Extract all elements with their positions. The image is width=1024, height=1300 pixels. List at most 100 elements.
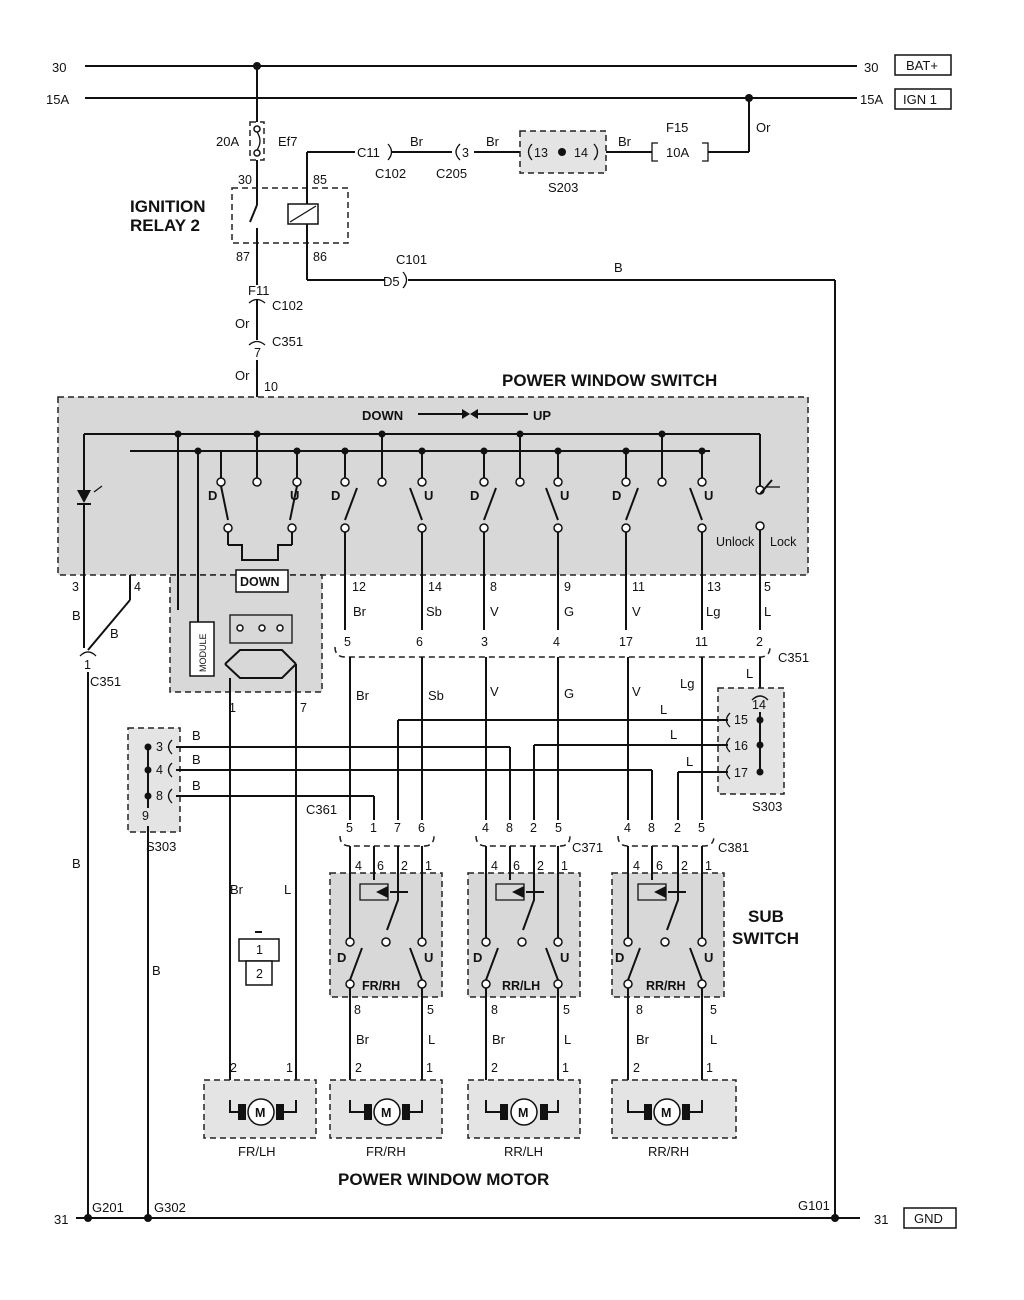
rrlh-motor-pin1: 1: [562, 1061, 569, 1075]
s303r-p15: 15: [734, 713, 748, 727]
c11-label: C11: [357, 145, 380, 160]
c351-mid-label: C351: [778, 650, 809, 665]
wire-l-s303: L: [746, 666, 753, 681]
rrlh-d: D: [473, 950, 482, 965]
wire-b-left2: B: [110, 626, 119, 641]
rrrh-top-4: 4: [633, 859, 640, 873]
switch-rl-u: U: [560, 488, 569, 503]
relay-pin-87: 87: [236, 250, 250, 264]
rrrh-top-6: 6: [656, 859, 663, 873]
s303l-p3: 3: [156, 740, 163, 754]
motor-fr-rh-label: FR/RH: [366, 1144, 406, 1159]
c102-label: C102: [375, 166, 406, 181]
rrlh-u: U: [560, 950, 569, 965]
c381-p2: 2: [674, 821, 681, 835]
bat-tag: BAT+: [906, 58, 938, 73]
c351-p4: 4: [553, 635, 560, 649]
switch-rl-d: D: [470, 488, 479, 503]
out-pin-14: 14: [428, 580, 442, 594]
rrrh-top-2: 2: [681, 859, 688, 873]
s203-label: S203: [548, 180, 578, 195]
s303-left-splice: 3 4 8 9 S303 B: [127, 727, 181, 1218]
c371-p4: 4: [482, 821, 489, 835]
ign-rail-right-label: 15A: [860, 92, 883, 107]
frrh-bot-8: 8: [354, 1003, 361, 1017]
wire-v2-sw: V: [632, 604, 641, 619]
f15-name: F15: [666, 120, 688, 135]
bat-rail-right-label: 30: [864, 60, 878, 75]
frrh-wire-l: L: [428, 1032, 435, 1047]
wire-v-sub: V: [490, 684, 499, 699]
g201-label: G201: [92, 1200, 124, 1215]
relay-title-2: RELAY 2: [130, 216, 200, 235]
c351-pin-7: 7: [254, 346, 261, 360]
motor-fr-lh-label: FR/LH: [238, 1144, 276, 1159]
ignition-relay-2: IGNITION RELAY 2 30 85 87 86: [130, 151, 385, 285]
frlh-wire-br: Br: [230, 882, 244, 897]
g101-label: G101: [798, 1198, 830, 1213]
wire-br-1: Br: [410, 134, 424, 149]
s303r-p17: 17: [734, 766, 748, 780]
ground-rail: 31 G201 G302 G101 31 GND: [54, 1198, 957, 1229]
switch-group-fr: D U: [331, 434, 433, 575]
rrrh-u: U: [704, 950, 713, 965]
lock-switch: Unlock Lock: [716, 434, 797, 575]
motor-fr-lh: M FR/LH: [203, 1079, 317, 1159]
rrrh-top-1: 1: [705, 859, 712, 873]
frrh-top-1: 1: [425, 859, 432, 873]
c351-p2: 2: [756, 635, 763, 649]
c371-p2: 2: [530, 821, 537, 835]
motor-fr-rh: M FR/RH: [329, 1079, 443, 1159]
rrrh-label: RR/RH: [646, 979, 686, 993]
relay-ground-path: C101 D5 B: [383, 252, 836, 1218]
power-window-switch: POWER WINDOW SWITCH DOWN UP D U: [57, 371, 809, 576]
ef7-rating: 20A: [216, 134, 239, 149]
sub-switch-ground-wires: B B B: [176, 728, 653, 820]
wire-br-2: Br: [486, 134, 500, 149]
fr-pin-1: 1: [229, 701, 236, 715]
ign-rail-left-label: 15A: [46, 92, 69, 107]
s303l-p9: 9: [142, 809, 149, 823]
out-pin-13: 13: [707, 580, 721, 594]
bat-rail-left-label: 30: [52, 60, 66, 75]
frrh-motor-pin1: 1: [426, 1061, 433, 1075]
rrrh-bot-5: 5: [710, 1003, 717, 1017]
g302-label: G302: [154, 1200, 186, 1215]
f15-rating: 10A: [666, 145, 689, 160]
gnd-tag: GND: [914, 1211, 943, 1226]
rrlh-top-2: 2: [537, 859, 544, 873]
frrh-wire-br: Br: [356, 1032, 370, 1047]
out-pin-5: 5: [764, 580, 771, 594]
switch-group-rr: D U: [612, 434, 713, 575]
wire-g-sub: G: [564, 686, 574, 701]
switch-out-wires: Br Sb V G V Lg L: [344, 575, 771, 630]
relay-pin-85: 85: [313, 173, 327, 187]
rrlh-top-4: 4: [491, 859, 498, 873]
motor-title: POWER WINDOW MOTOR: [338, 1170, 549, 1189]
c361-label: C361: [306, 802, 337, 817]
out-pin-8: 8: [490, 580, 497, 594]
rrlh-bot-5: 5: [563, 1003, 570, 1017]
wire-sb-sub: Sb: [428, 688, 444, 703]
sub-switch-fr-rh: 4 6 2 1 D U FR/RH 8 5 Br L: [329, 846, 443, 1100]
motor-fr-lh-m: M: [255, 1106, 265, 1120]
wire-l-3: L: [686, 754, 693, 769]
battery-rail: 30 30 BAT+: [52, 54, 952, 76]
frrh-bot-5: 5: [427, 1003, 434, 1017]
wire-v-sw: V: [490, 604, 499, 619]
switch-group-rl: D U: [470, 434, 569, 575]
down-box-label: DOWN: [240, 575, 280, 589]
c361-p7: 7: [394, 821, 401, 835]
s303-right-label: S303: [752, 799, 782, 814]
wire-b-ground: B: [614, 260, 623, 275]
frrh-top-2: 2: [401, 859, 408, 873]
switch-output-pins: 3 4 12 14 8 9 11 13 5: [72, 580, 771, 594]
c205-label: C205: [436, 166, 467, 181]
rrlh-motor-pin2: 2: [491, 1061, 498, 1075]
frrh-d: D: [337, 950, 346, 965]
motors: M FR/LH M FR/RH M RR/LH: [203, 1079, 737, 1159]
driver-module: DOWN MODULE 1 7: [169, 434, 323, 1100]
s203-pin-b: 14: [574, 146, 588, 160]
left-ground-wires: B B 1 C351 B: [72, 575, 131, 1218]
